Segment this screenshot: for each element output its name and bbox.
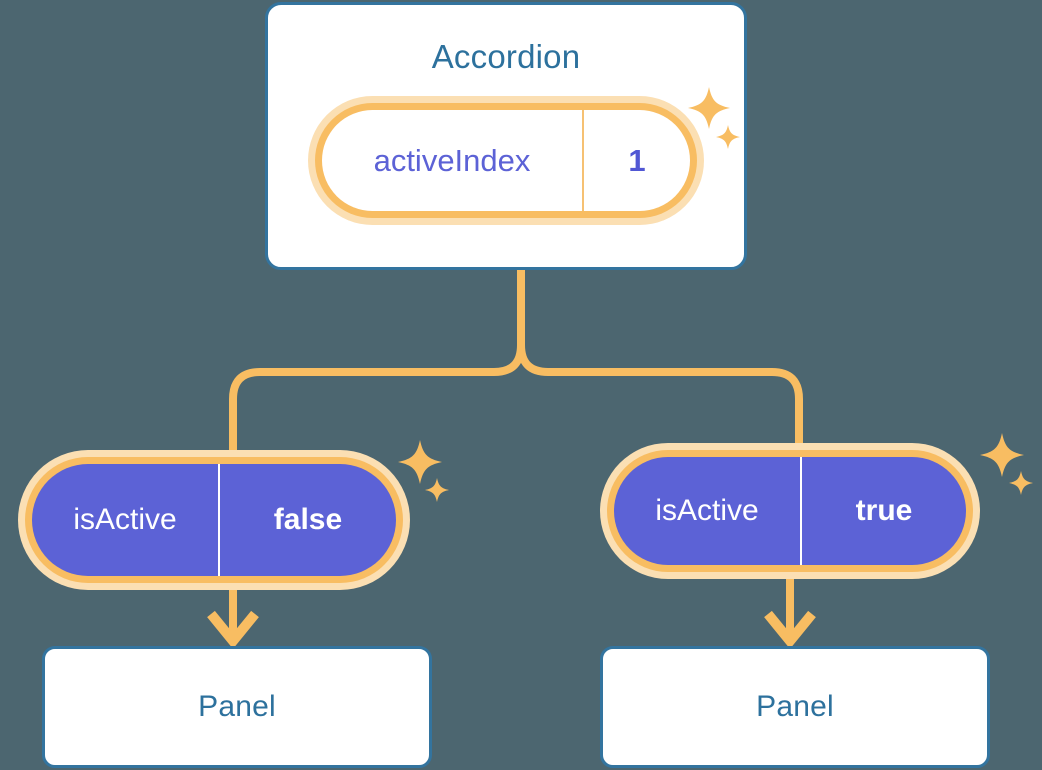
component-card-panel-right: Panel (600, 646, 990, 768)
prop-key: isActive (32, 464, 220, 576)
edge-root-to-right (517, 266, 803, 459)
prop-key: isActive (614, 457, 802, 565)
sparkle-icon (425, 478, 449, 502)
arrow-down-icon-right (764, 610, 816, 649)
prop-pill-isactive-right[interactable]: isActive true (600, 443, 980, 579)
pill-body: activeIndex 1 (322, 110, 690, 211)
panel-title: Panel (198, 690, 276, 723)
pill-body: isActive false (32, 464, 396, 576)
page-title: Accordion (431, 38, 581, 75)
state-key: activeIndex (322, 110, 584, 211)
prop-value: false (273, 503, 343, 536)
arrow-down-icon-left (207, 610, 259, 649)
prop-value: true (855, 494, 913, 527)
state-pill-activeindex[interactable]: activeIndex 1 (308, 96, 704, 225)
pill-body: isActive true (614, 457, 966, 565)
component-card-panel-left: Panel (42, 646, 432, 768)
sparkle-icon (980, 433, 1024, 477)
state-value: 1 (628, 142, 646, 178)
edge-root-to-left (229, 266, 525, 466)
sparkle-icon (1009, 471, 1033, 495)
panel-title: Panel (756, 690, 834, 723)
prop-pill-isactive-left[interactable]: isActive false (18, 450, 410, 590)
